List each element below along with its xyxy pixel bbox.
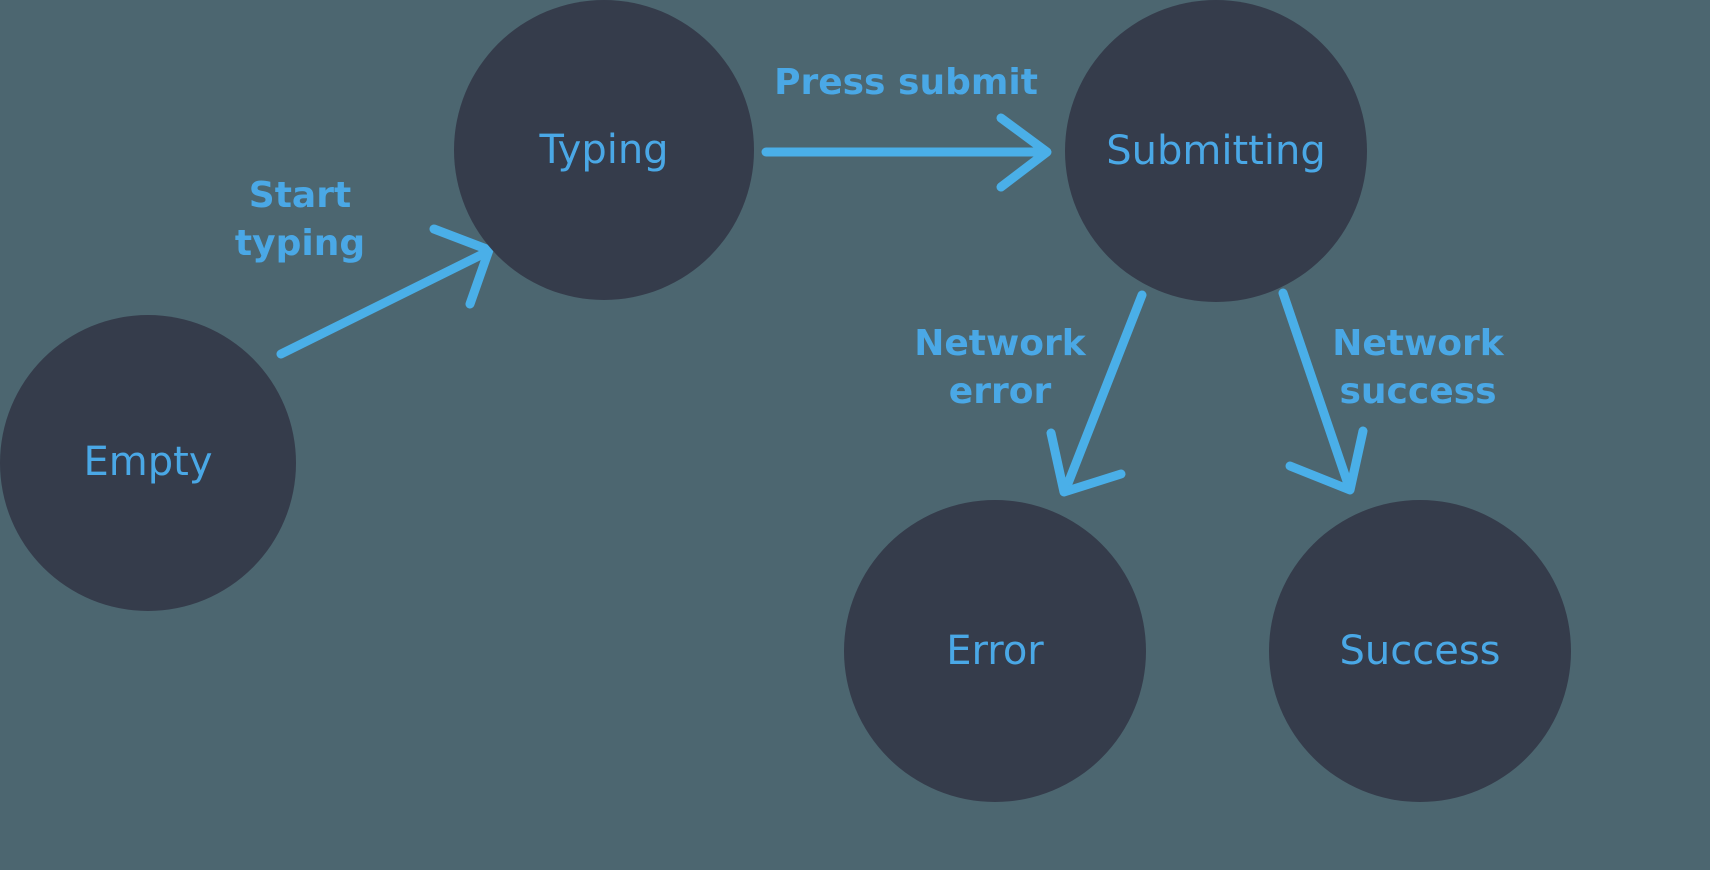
arrowhead-typing-to-submitting	[996, 113, 1052, 192]
state-label-success: Success	[1339, 628, 1500, 674]
edge-submitting-to-error[interactable]: Network error	[914, 290, 1147, 497]
state-circle-submitting	[1065, 0, 1367, 302]
edge-label-empty-to-typing-line2: typing	[235, 223, 365, 264]
state-circle-success	[1269, 500, 1571, 802]
arrowhead-empty-to-typing	[429, 224, 494, 309]
state-node-empty[interactable]: Empty	[0, 315, 296, 611]
edge-label-submitting-to-success-line2: success	[1339, 371, 1496, 412]
state-circle-empty	[0, 315, 296, 611]
edge-line-empty-to-typing	[276, 247, 492, 359]
state-node-typing[interactable]: Typing	[454, 0, 754, 300]
state-node-success[interactable]: Success	[1269, 500, 1571, 802]
arrowhead-submitting-to-success	[1285, 426, 1368, 495]
state-label-error: Error	[946, 628, 1044, 674]
state-node-submitting[interactable]: Submitting	[1065, 0, 1367, 302]
state-circle-typing	[454, 0, 754, 300]
edge-typing-to-submitting[interactable]: Press submit	[761, 62, 1052, 192]
edge-label-submitting-to-error-line2: error	[949, 371, 1052, 412]
edge-label-empty-to-typing-line1: Start	[249, 175, 351, 216]
edge-submitting-to-success[interactable]: Network success	[1278, 288, 1505, 495]
edge-label-typing-to-submitting-line1: Press submit	[774, 62, 1038, 103]
edge-empty-to-typing[interactable]: Start typing	[235, 175, 494, 359]
state-label-empty: Empty	[84, 439, 213, 485]
edge-label-submitting-to-success-line1: Network	[1332, 323, 1504, 364]
edge-line-submitting-to-error	[1062, 290, 1147, 491]
arrowhead-submitting-to-error	[1046, 428, 1126, 497]
state-node-error[interactable]: Error	[844, 500, 1146, 802]
edge-label-submitting-to-error-line1: Network	[914, 323, 1086, 364]
state-label-typing: Typing	[538, 127, 668, 173]
state-label-submitting: Submitting	[1106, 128, 1325, 174]
edge-line-submitting-to-success	[1278, 288, 1353, 489]
state-circle-error	[844, 500, 1146, 802]
